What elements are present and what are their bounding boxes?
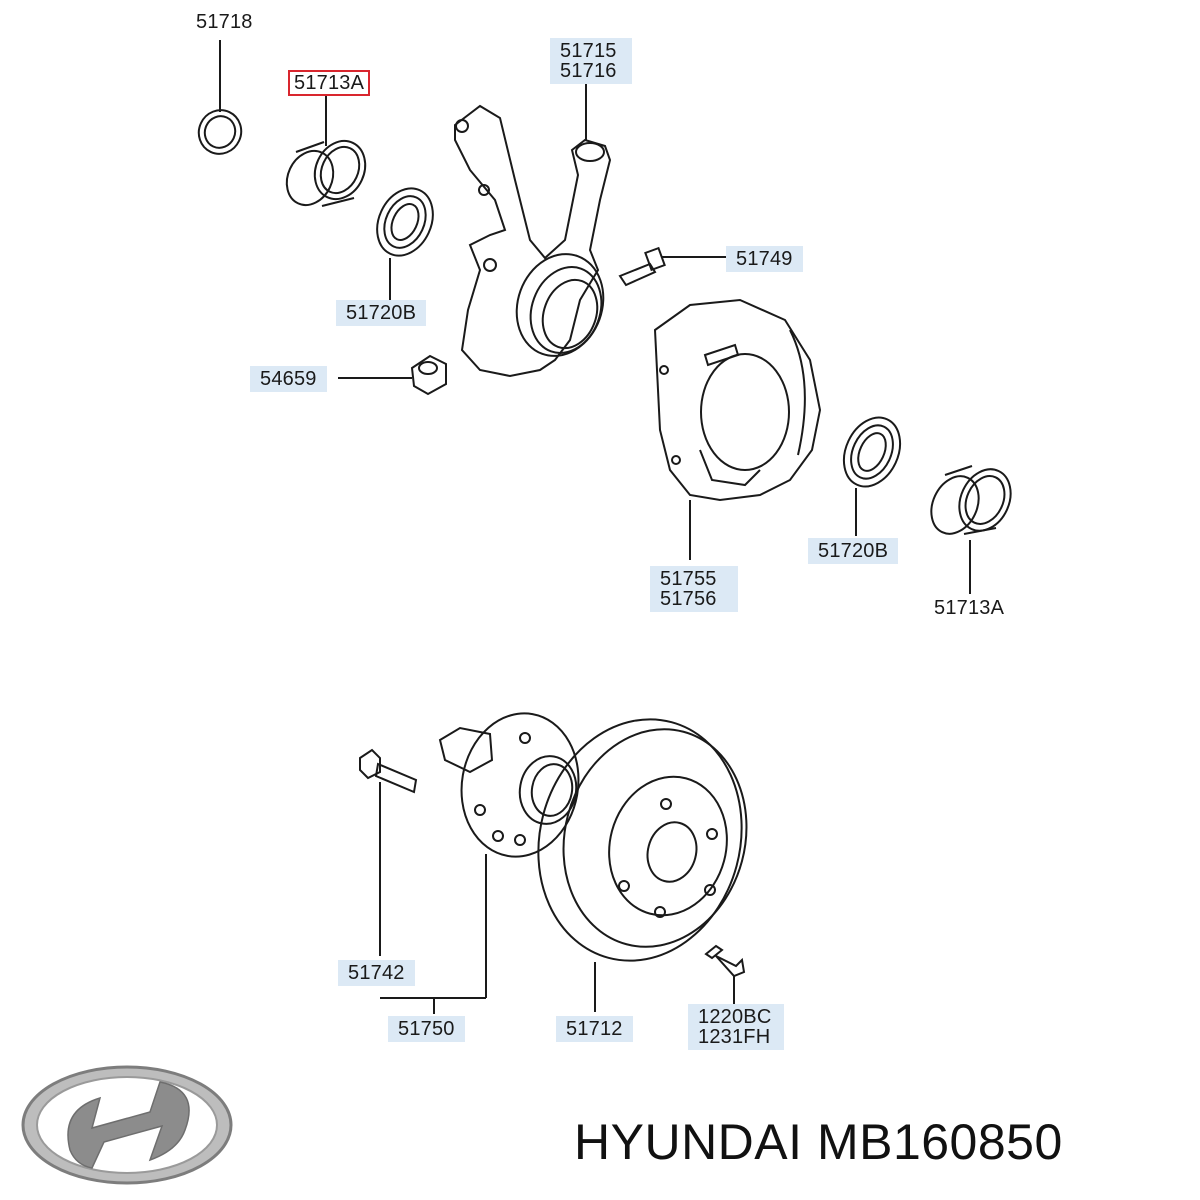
part-title: HYUNDAI MB160850: [574, 1112, 1063, 1172]
bearing-51720b-top: [376, 187, 434, 300]
hyundai-logo: [21, 1065, 233, 1185]
label-51720b-top[interactable]: 51720B: [336, 300, 427, 326]
part-number: MB160850: [816, 1114, 1063, 1170]
label-54659[interactable]: 54659: [250, 366, 327, 392]
label-51718: 51718: [196, 11, 253, 33]
label-51756: 51756: [660, 588, 717, 610]
label-51713a-top[interactable]: 51713A: [288, 70, 371, 96]
steering-knuckle-51715: [454, 40, 612, 378]
label-1220bc: 1220BC: [698, 1006, 772, 1028]
oil-seal-51713a-top: [285, 96, 367, 207]
nut-54659: [338, 354, 447, 396]
snap-ring-51718: [197, 40, 243, 155]
brake-disc-51712: [537, 718, 748, 1012]
label-51716: 51716: [560, 60, 617, 82]
label-51755-51756[interactable]: 51755 51756: [650, 566, 738, 612]
dust-cover-51755: [653, 298, 822, 560]
label-51749[interactable]: 51749: [726, 246, 803, 272]
wheel-bolt-51742: [359, 748, 418, 956]
label-51720b-right[interactable]: 51720B: [808, 538, 899, 564]
label-51742[interactable]: 51742: [338, 960, 415, 986]
label-51750[interactable]: 51750: [388, 1016, 465, 1042]
label-51712[interactable]: 51712: [556, 1016, 633, 1042]
label-51715-51716[interactable]: 51715 51716: [550, 38, 632, 84]
bolt-51749: [618, 246, 726, 287]
label-51715: 51715: [560, 40, 617, 62]
brand-name: HYUNDAI: [574, 1114, 803, 1170]
label-51755: 51755: [660, 568, 717, 590]
label-1231fh: 1231FH: [698, 1026, 771, 1048]
bolt-1220bc: [704, 944, 746, 1004]
bearing-51720b-right: [842, 416, 902, 536]
label-51713a-right: 51713A: [934, 597, 1005, 619]
oil-seal-51713a-right: [930, 465, 1012, 594]
label-1220bc-1231fh[interactable]: 1220BC 1231FH: [688, 1004, 784, 1050]
